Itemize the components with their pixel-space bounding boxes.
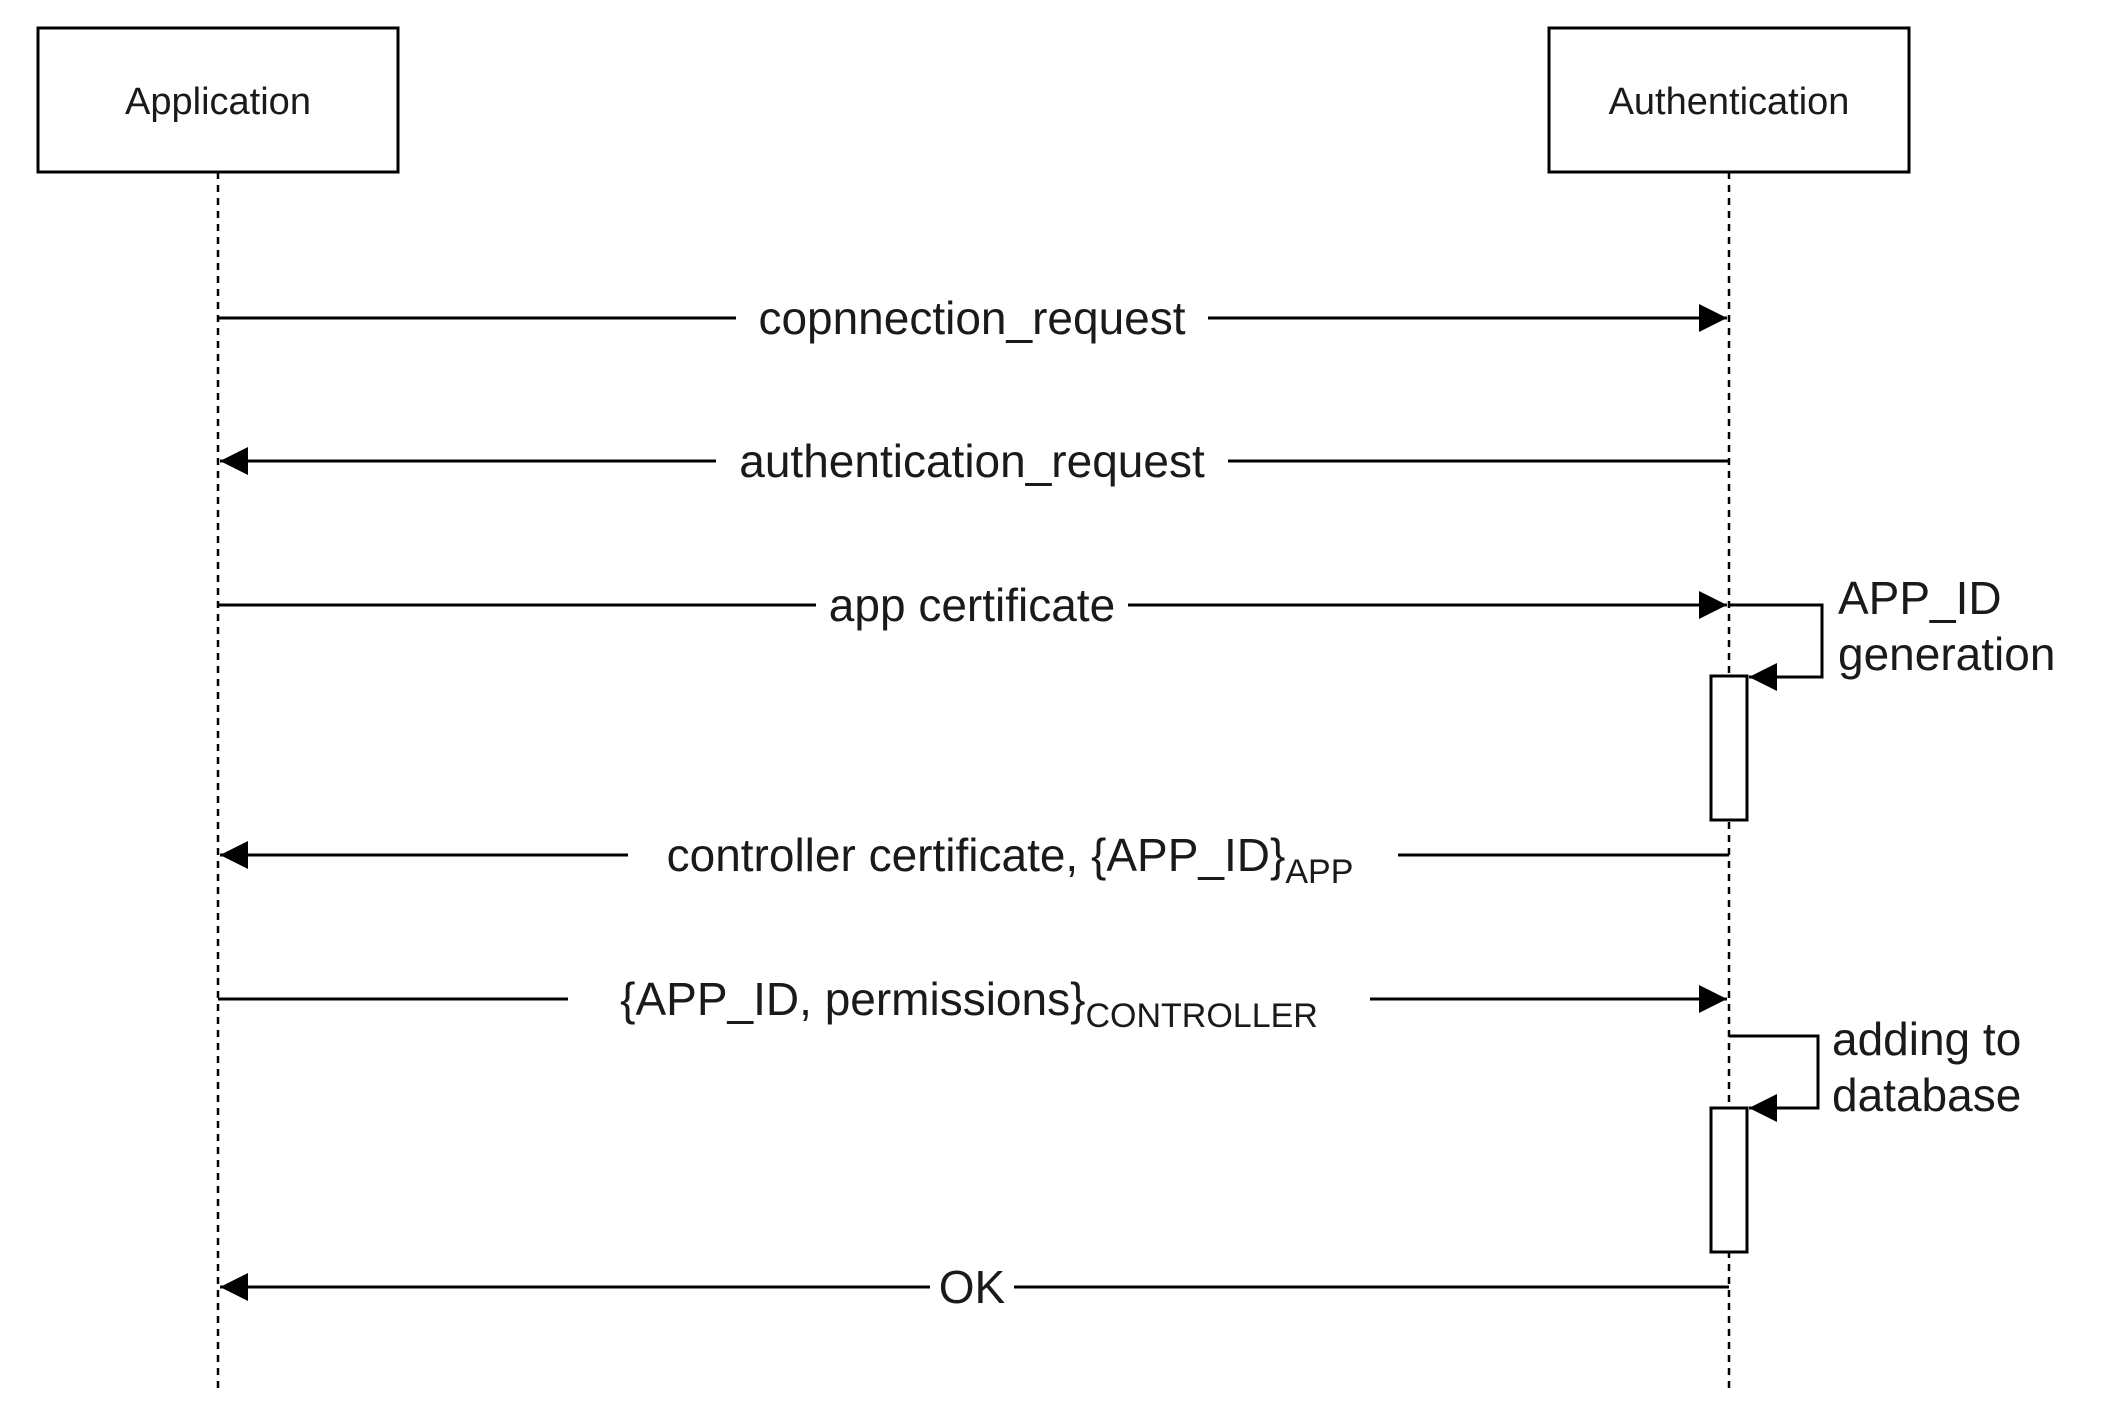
message-authentication-request: authentication_request — [220, 431, 1729, 489]
message-label: copnnection_request — [758, 292, 1185, 344]
actor-application-label: Application — [125, 81, 311, 123]
message-label: app certificate — [829, 579, 1115, 631]
self-message-adding-to-database: adding to database — [1729, 1013, 2034, 1122]
message-ok: OK — [220, 1257, 1729, 1315]
message-copnnection-request: copnnection_request — [218, 288, 1727, 346]
message-label: OK — [939, 1261, 1006, 1313]
message-label: {APP_ID, permissions}CONTROLLER — [620, 973, 1318, 1035]
self-message-app-id-generation: APP_ID generation — [1729, 572, 2055, 691]
self-message-arrow — [1729, 1034, 1820, 1122]
message-label: controller certificate, {APP_ID}APP — [667, 829, 1354, 891]
self-message-label: APP_ID generation — [1838, 572, 2055, 680]
message-label: authentication_request — [739, 435, 1205, 487]
actor-authentication-label: Authentication — [1609, 81, 1850, 123]
activation-bar-app-id-generation — [1709, 674, 1749, 822]
activation-bar-adding-to-database — [1709, 1106, 1749, 1254]
self-message-arrow — [1729, 603, 1824, 691]
self-message-label: adding to database — [1832, 1013, 2034, 1121]
actor-application-box — [36, 26, 400, 174]
message-controller-certificate: controller certificate, {APP_ID}APP — [220, 825, 1729, 891]
message-app-id-permissions: {APP_ID, permissions}CONTROLLER — [218, 969, 1727, 1035]
actor-authentication-box — [1547, 26, 1911, 174]
actor-application: Application — [36, 26, 400, 1392]
message-app-certificate: app certificate — [218, 575, 1727, 633]
